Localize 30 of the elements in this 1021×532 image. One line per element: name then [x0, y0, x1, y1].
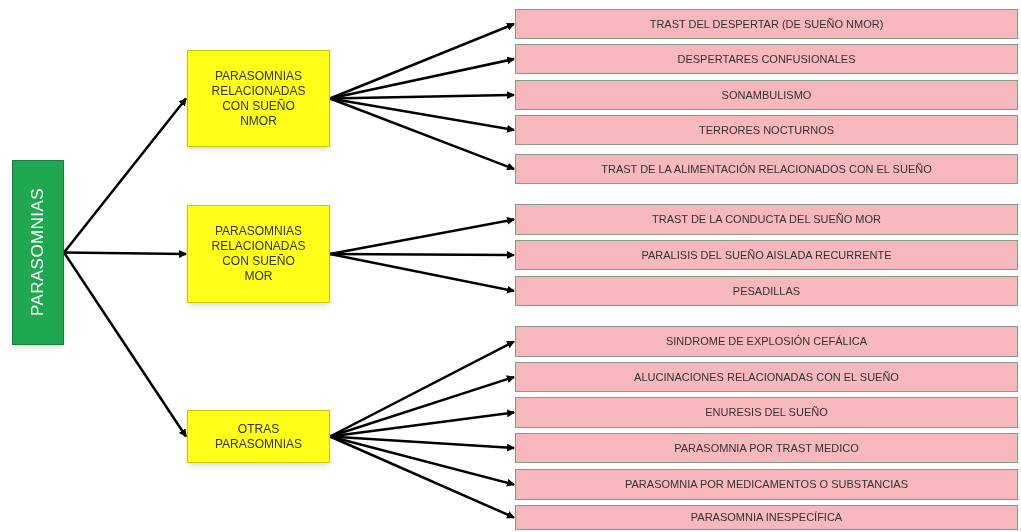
item-box: SONAMBULISMO: [515, 80, 1018, 110]
item-box: TRAST DE LA ALIMENTACIÓN RELACIONADOS CON EL SUEÑO: [515, 154, 1018, 184]
arrow: [329, 97, 515, 171]
arrow: [329, 252, 515, 294]
item-box: TRAST DE LA CONDUCTA DEL SUEÑO MOR: [515, 204, 1018, 235]
arrow: [329, 340, 515, 438]
arrow: [63, 97, 187, 254]
item-box: TRAST DEL DESPERTAR (DE SUEÑO NMOR): [515, 9, 1018, 39]
category-box: OTRAS PARASOMNIAS: [187, 410, 330, 463]
arrow: [329, 375, 515, 438]
root-box: PARASOMNIAS: [12, 160, 64, 345]
item-box: ALUCINACIONES RELACIONADAS CON EL SUEÑO: [515, 362, 1018, 392]
arrow: [329, 216, 515, 256]
item-box: SINDROME DE EXPLOSIÓN CEFÁLICA: [515, 326, 1018, 357]
item-box: PARASOMNIA INESPECÍFICA: [515, 505, 1018, 530]
arrow: [62, 251, 188, 438]
item-box: ENURESIS DEL SUEÑO: [515, 397, 1018, 428]
arrow: [329, 435, 515, 519]
item-box: PARALISIS DEL SUEÑO AISLADA RECURRENTE: [515, 240, 1018, 270]
item-box: PESADILLAS: [515, 276, 1018, 306]
item-box: TERRORES NOCTURNOS: [515, 115, 1018, 145]
arrow: [64, 249, 187, 258]
item-box: PARASOMNIA POR MEDICAMENTOS O SUBSTANCIAS: [515, 469, 1018, 500]
item-box: DESPERTARES CONFUSIONALES: [515, 44, 1018, 74]
arrow: [329, 97, 515, 133]
category-box: PARASOMNIAS RELACIONADAS CON SUEÑO NMOR: [187, 50, 330, 147]
arrow: [329, 22, 515, 100]
category-box: PARASOMNIAS RELACIONADAS CON SUEÑO MOR: [187, 205, 330, 303]
item-box: PARASOMNIA POR TRAST MEDICO: [515, 433, 1018, 463]
arrow: [329, 91, 515, 100]
